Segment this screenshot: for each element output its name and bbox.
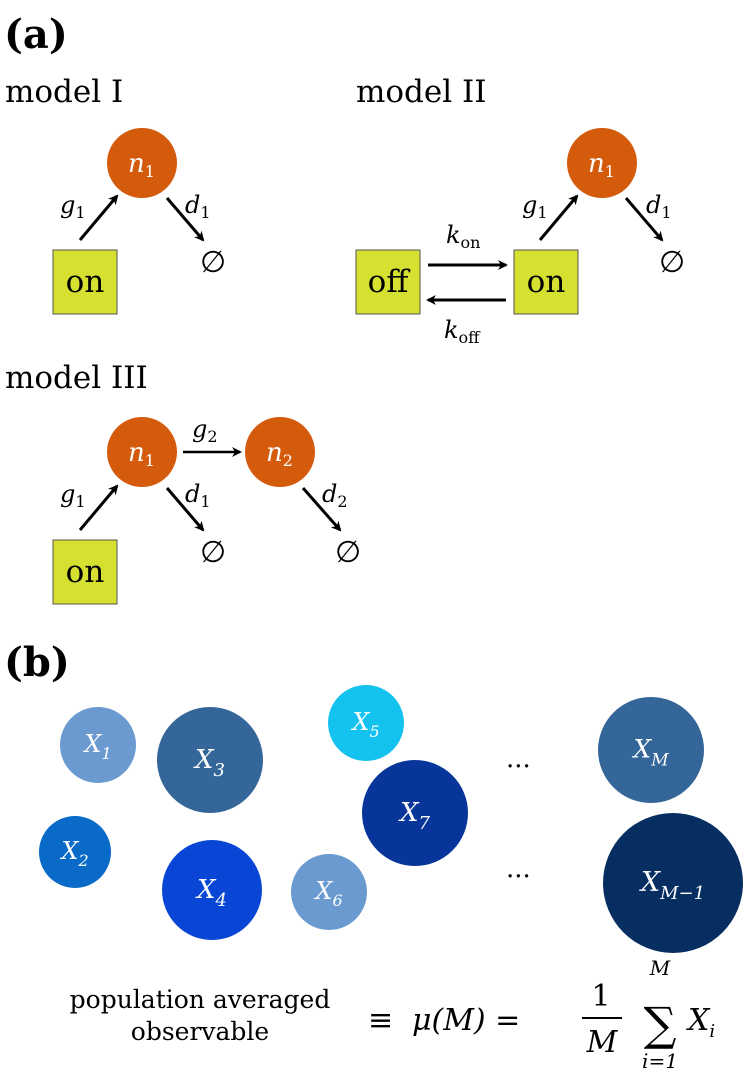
cell-label-6: X6 [313, 877, 342, 910]
sigma-symbol: ∑ [644, 997, 677, 1051]
caption-line2: observable [131, 1017, 269, 1046]
model3-degradation2-arrow [301, 487, 342, 532]
panel-a-label: (a) [4, 11, 68, 58]
fraction-numerator: 1 [591, 979, 610, 1014]
model3-g1-label: g1 [60, 480, 86, 511]
panel-b-label: (b) [4, 639, 70, 686]
sum-lower-limit: i=1 [642, 1049, 678, 1073]
model3-d1-label: d1 [185, 480, 211, 511]
model2-off-box [355, 249, 421, 315]
cell-M [598, 697, 704, 803]
model3-degradation1-arrow [165, 487, 205, 532]
cell-Mminus-1 [603, 813, 743, 953]
cell-label-5: X5 [350, 708, 379, 741]
model2-koff-label: koff [444, 316, 481, 347]
cell-label-2: X2 [59, 837, 88, 870]
ellipsis-top: ··· [506, 752, 531, 782]
model3-d2-label: d2 [322, 480, 348, 511]
summand: Xi [686, 1003, 715, 1042]
model1-node-n1 [107, 128, 177, 198]
model1-on-label: on [66, 264, 105, 300]
model1-degradation-arrow [165, 197, 205, 242]
model2-title: model II [356, 74, 487, 110]
model2-on-label: on [527, 264, 566, 300]
model2-sink-symbol: ∅ [659, 245, 685, 280]
model2-node-label: n1 [588, 149, 615, 181]
cell-6 [291, 854, 367, 930]
cell-label-M: XM [631, 735, 669, 771]
model3-sink1-symbol: ∅ [200, 535, 226, 570]
cell-label-7: X7 [398, 798, 431, 834]
model3-sink2-symbol: ∅ [335, 535, 361, 570]
sum-upper-limit: M [649, 956, 671, 980]
model3-on-box [52, 539, 118, 605]
model2-off-label: off [368, 264, 411, 300]
model1-g-label: g1 [60, 191, 86, 222]
cell-5 [328, 685, 404, 761]
model2-node-n1 [567, 128, 637, 198]
model1-node-label: n1 [128, 149, 155, 181]
cell-label-Mminus-1: XM−1 [639, 867, 705, 904]
cell-label-4: X4 [195, 875, 227, 911]
model3-node-n2 [245, 417, 315, 487]
cell-1 [60, 707, 136, 783]
mu-of-m: μ(M) = [412, 1003, 520, 1038]
model1-production-arrow [78, 194, 119, 241]
cell-label-1: X1 [82, 730, 111, 763]
equiv-symbol: ≡ [368, 1003, 393, 1038]
model2-d-label: d1 [646, 191, 672, 222]
model2-on-box [513, 249, 579, 315]
model2-production-arrow [538, 194, 579, 241]
model1-title: model I [5, 74, 123, 110]
model1-d-label: d1 [185, 191, 211, 222]
cell-label-3: X3 [193, 745, 225, 781]
model2-g-label: g1 [522, 191, 548, 222]
model2-degradation-arrow [624, 197, 664, 242]
model2-kon-label: kon [446, 221, 480, 252]
model1-on-box [52, 249, 118, 315]
cell-4 [162, 840, 262, 940]
cell-2 [39, 816, 111, 888]
model3-node2-label: n2 [266, 438, 293, 470]
ellipsis-bottom: ··· [506, 862, 531, 892]
fraction-denominator: M [586, 1025, 619, 1060]
model3-node1-label: n1 [128, 438, 155, 470]
cell-7 [362, 760, 468, 866]
cell-3 [157, 707, 263, 813]
model3-g2-label: g2 [192, 415, 218, 446]
model3-on-label: on [66, 554, 105, 590]
model3-title: model III [5, 360, 148, 396]
model3-node-n1 [107, 417, 177, 487]
caption-line1: population averaged [70, 985, 331, 1014]
model1-sink-symbol: ∅ [200, 245, 226, 280]
model3-production-arrow [78, 484, 119, 531]
